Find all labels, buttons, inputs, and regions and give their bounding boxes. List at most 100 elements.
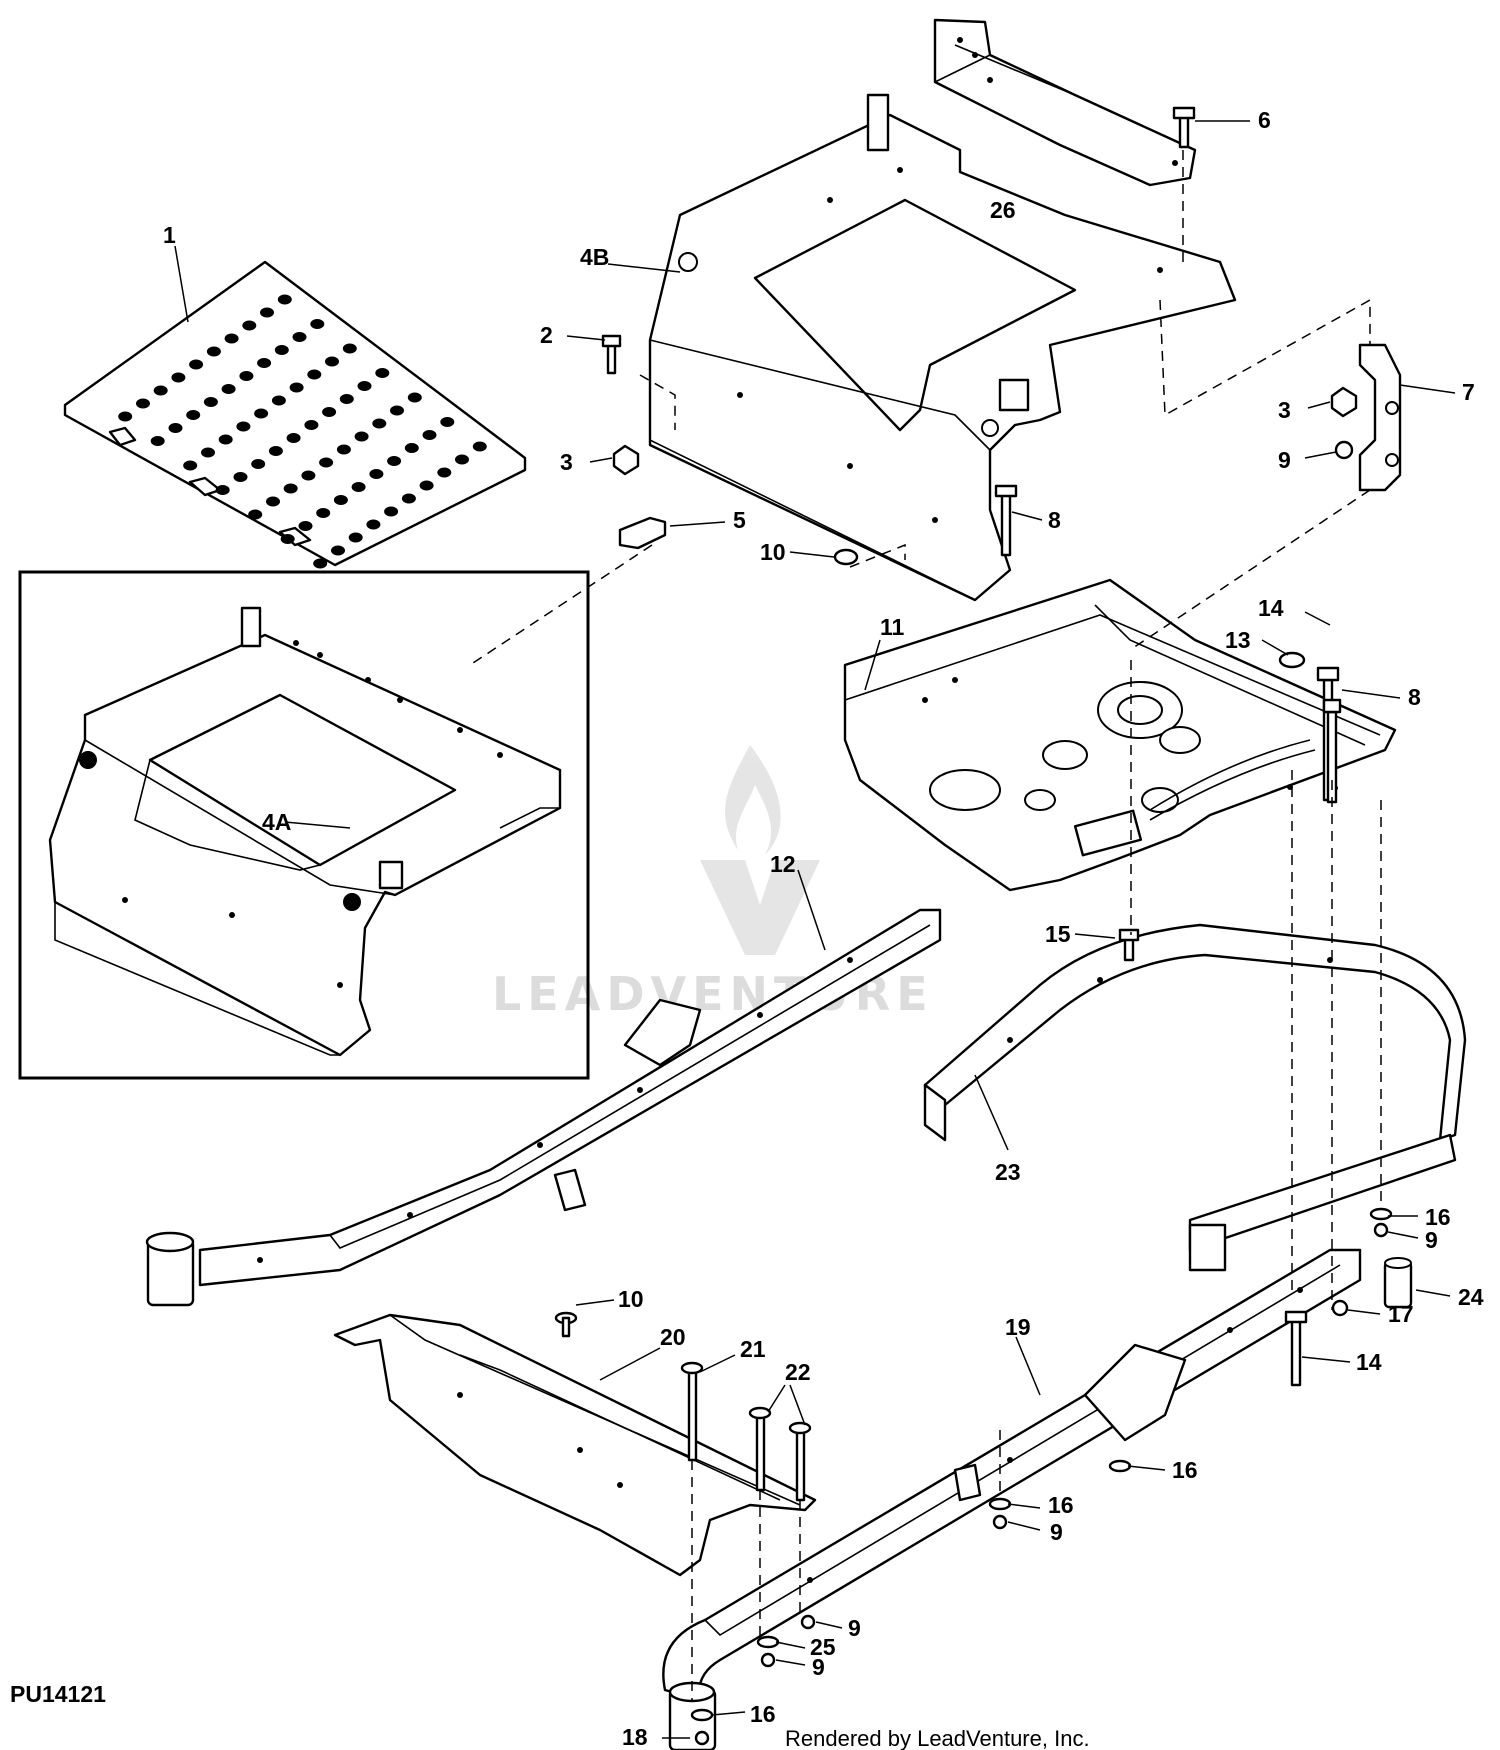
callout-26: 26 [990,197,1016,223]
part-20-step-bracket [333,1313,817,1577]
perforation-hole [301,470,316,481]
perforation-hole [186,410,201,420]
callout-10b: 10 [618,1286,644,1312]
callout-20: 20 [660,1324,686,1350]
perforation-hole [384,506,399,517]
part-5-clip [618,516,667,550]
callout-24: 24 [1458,1284,1484,1310]
part-7-bracket [1358,343,1402,492]
perforation-hole [171,372,186,383]
callout-22: 22 [785,1359,811,1385]
callout-10a: 10 [760,539,786,565]
perforation-hole [298,521,313,531]
perforation-hole [357,381,372,391]
callout-16d: 16 [750,1701,776,1727]
perforation-hole [419,480,434,491]
callout-13: 13 [1225,627,1251,653]
perforation-hole [189,359,204,370]
perforation-hole [316,508,331,518]
callout-9c: 9 [1050,1519,1063,1545]
perforation-hole [150,436,165,446]
perforation-hole [319,457,334,468]
perforation-hole [375,368,390,378]
perforation-hole [369,469,384,479]
perforation-hole [254,408,269,419]
callout-3: 3 [560,449,573,475]
perforation-hole [248,509,263,520]
callout-9e: 9 [812,1654,825,1680]
callout-4a: 4A [262,809,291,835]
callout-14a: 14 [1258,595,1284,621]
perforation-hole [280,534,295,544]
perforation-hole [218,434,233,445]
callout-15: 15 [1045,921,1071,947]
callout-9b: 9 [1425,1227,1438,1253]
perforation-hole [183,460,198,471]
perforation-hole [236,421,251,432]
perforation-hole [283,483,298,494]
callout-17: 17 [1388,1301,1414,1327]
perforation-hole [313,558,328,569]
perforation-hole [286,433,301,443]
perforation-hole [224,333,239,344]
callout-14b: 14 [1356,1349,1382,1375]
perforation-hole [366,519,381,530]
perforation-hole [372,418,387,429]
perforation-hole [221,384,236,394]
leader-lines [174,120,1456,1739]
perforation-hole [153,385,168,396]
callout-8a: 8 [1048,507,1061,533]
callout-labels: 1 2 3 4B 4A 5 6 26 7 3 9 8 10 11 14 13 8… [163,107,1484,1750]
callout-9a: 9 [1278,447,1291,473]
perforation-hole [336,444,351,455]
perforation-hole [310,319,325,329]
perforation-hole [339,394,354,404]
callout-9d: 9 [848,1615,861,1641]
perforation-hole [260,307,274,318]
perforation-hole [277,294,292,305]
perforation-hole [271,395,286,406]
perforation-hole [407,392,422,403]
perforation-hole [203,397,218,407]
perforation-hole [168,423,183,433]
perforation-hole [239,371,254,381]
perforation-hole [401,493,416,504]
perforation-hole [289,382,304,393]
part-4a-housing [48,606,562,1057]
perforation-hole [404,443,419,453]
callout-1: 1 [163,222,176,248]
perforation-hole [206,346,221,357]
inset-frame [18,570,590,1080]
perforation-hole [307,369,322,380]
part-11-plate [843,578,1397,892]
perforation-hole [201,447,215,458]
callout-11: 11 [880,614,905,640]
part-1-floor-plate [63,260,527,569]
callout-12: 12 [770,851,796,877]
callout-21: 21 [740,1336,766,1362]
callout-7: 7 [1462,379,1475,405]
credit-text: Rendered by LeadVenture, Inc. [785,1726,1090,1750]
callout-16c: 16 [1048,1492,1074,1518]
callout-16a: 16 [1425,1204,1451,1230]
part-4b-seat-housing [648,93,1237,602]
perforation-hole [251,459,266,469]
perforation-hole [257,358,272,368]
perforation-hole [440,417,455,427]
part-26-bracket [933,18,1197,187]
perforation-hole [351,482,366,492]
callout-2: 2 [540,322,553,348]
callout-5: 5 [733,507,746,533]
perforation-hole [342,343,357,354]
callout-19: 19 [1005,1314,1031,1340]
callout-4b: 4B [580,244,609,270]
figure-id: PU14121 [10,1681,106,1707]
perforation-hole [455,454,469,465]
perforation-hole [136,398,150,409]
perforation-hole [292,332,307,342]
part-24-spacer [1383,1257,1413,1309]
callout-6: 6 [1258,107,1271,133]
perforation-hole [437,467,452,478]
callout-8b: 8 [1408,684,1421,710]
part-19-frame-rail [662,1248,1362,1750]
